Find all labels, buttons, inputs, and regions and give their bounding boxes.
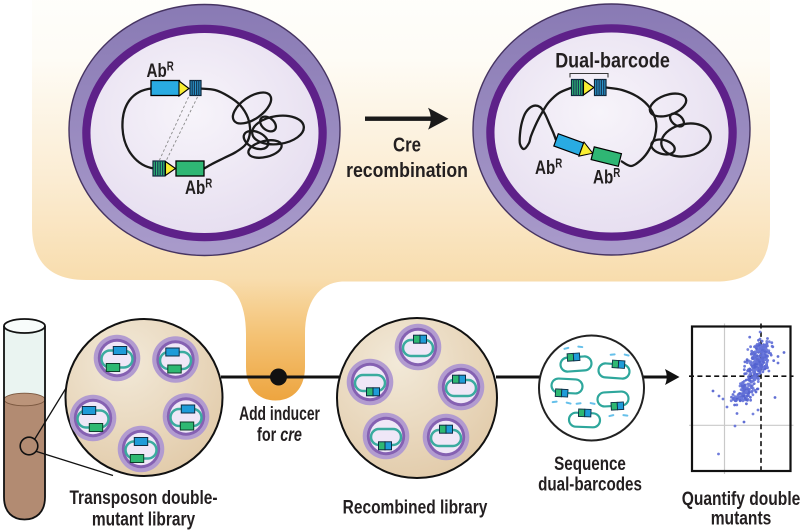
svg-text:dual-barcodes: dual-barcodes	[538, 473, 642, 495]
svg-text:Recombined library: Recombined library	[343, 496, 488, 518]
svg-text:Sequence: Sequence	[554, 452, 626, 474]
svg-text:for cre: for cre	[257, 424, 302, 445]
svg-text:mutants: mutants	[711, 507, 772, 529]
svg-text:recombination: recombination	[346, 160, 468, 182]
svg-text:Dual-barcode: Dual-barcode	[555, 49, 670, 73]
svg-text:Cre: Cre	[393, 133, 421, 156]
svg-text:mutant library: mutant library	[92, 508, 196, 530]
svg-text:Quantify double: Quantify double	[682, 487, 800, 509]
svg-text:Transposon double-: Transposon double-	[69, 486, 217, 508]
svg-text:Add inducer: Add inducer	[239, 403, 320, 425]
